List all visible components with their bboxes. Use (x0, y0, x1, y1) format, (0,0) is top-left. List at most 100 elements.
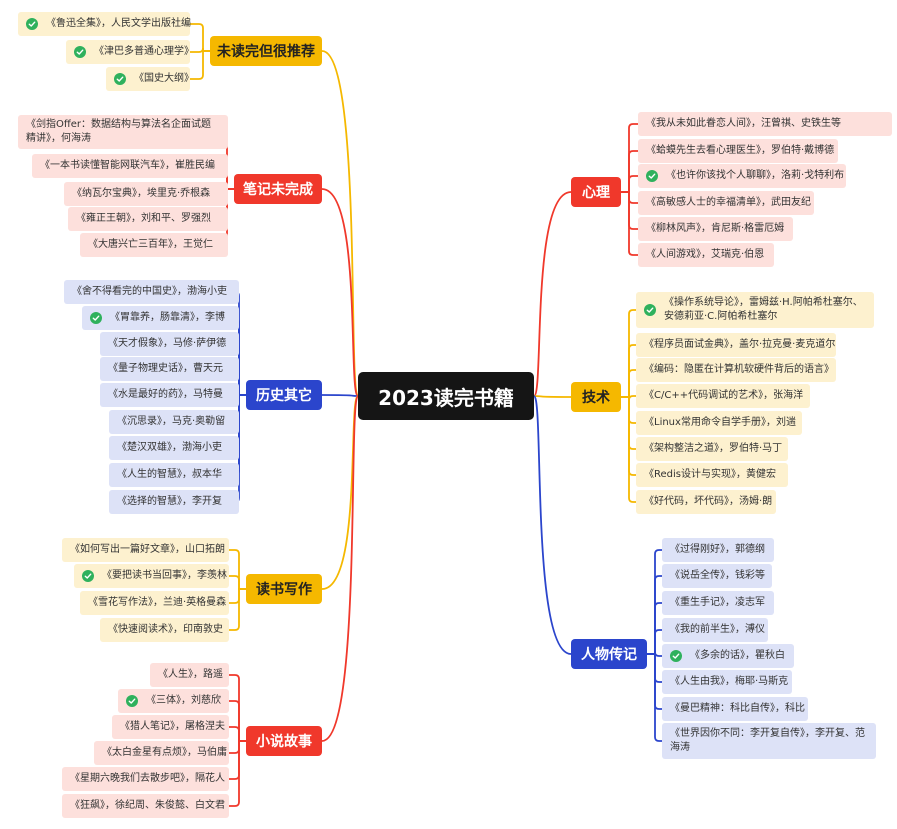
book-item[interactable]: 《太白金星有点烦》，马伯庸 (94, 741, 229, 765)
branch-connector-tech (533, 395, 572, 398)
book-title: 《人生的智慧》，叔本华 (117, 469, 222, 480)
book-item[interactable]: 《纳瓦尔宝典》，埃里克·乔根森 (64, 182, 228, 206)
book-title: 《要把读书当回事》，李羡林 (102, 570, 227, 581)
book-item[interactable]: 《猎人笔记》，屠格涅夫 (112, 715, 229, 739)
book-title: 《Redis设计与实现》，黄健宏 (644, 469, 776, 480)
book-item[interactable]: 《好代码，坏代码》，汤姆·朗 (636, 490, 776, 514)
leaf-connector (229, 726, 246, 742)
book-title: 《人生由我》，梅耶·马斯克 (670, 676, 789, 687)
book-title: 《选择的智慧》，李开复 (117, 496, 222, 507)
book-item[interactable]: 《也许你该找个人聊聊》，洛莉·戈特利布 (638, 164, 846, 188)
book-item[interactable]: 《多余的话》，瞿秋白 (662, 644, 794, 668)
book-item[interactable]: 《重生手记》，凌志军 (662, 591, 774, 615)
book-title: 《鲁迅全集》，人民文学出版社编 (46, 18, 191, 29)
book-title: 《C/C++代码调试的艺术》，张海洋 (644, 390, 804, 401)
branch-connector-psychology (533, 191, 572, 397)
book-item[interactable]: 《雪花写作法》，兰迪·英格曼森 (80, 591, 229, 615)
book-item[interactable]: 《鲁迅全集》，人民文学出版社编 (18, 12, 191, 36)
book-item[interactable]: 《人生由我》，梅耶·马斯克 (662, 670, 792, 694)
book-item[interactable]: 《Linux常用命令自学手册》，刘遄 (636, 411, 802, 435)
leaf-connector (621, 309, 636, 398)
check-icon (644, 304, 656, 316)
book-title: 《三体》，刘慈欣 (146, 695, 221, 706)
book-title: 《人间游戏》，艾瑞克·伯恩 (646, 249, 765, 260)
book-item[interactable]: 《人生》，路遥 (150, 663, 229, 687)
book-item[interactable]: 《沉思录》，马克·奥勒留 (109, 410, 239, 434)
branch-node-novel[interactable]: 小说故事 (246, 726, 322, 756)
branch-node-tech[interactable]: 技术 (571, 382, 621, 412)
book-item[interactable]: 《楚汉双雄》，渤海小吏 (109, 436, 239, 460)
book-title: 《楚汉双雄》，渤海小吏 (117, 442, 222, 453)
leaf-connector (647, 602, 662, 655)
book-title: 《我的前半生》，溥仪 (670, 624, 765, 635)
book-item[interactable]: 《快速阅读术》，印南敦史 (100, 618, 229, 642)
book-item[interactable]: 《一本书读懂智能网联汽车》，崔胜民编 (32, 154, 228, 178)
book-item[interactable]: 《要把读书当回事》，李羡林 (74, 564, 229, 588)
book-title: 《水是最好的药》，马特曼 (108, 389, 223, 400)
book-item[interactable]: 《星期六晚我们去散步吧》，隔花人 (62, 767, 229, 791)
book-item[interactable]: 《说岳全传》，钱彩等 (662, 564, 772, 588)
book-item[interactable]: 《Redis设计与实现》，黄健宏 (636, 463, 788, 487)
book-title: 《我从未如此眷恋人间》，汪曾祺、史铁生等 (646, 118, 841, 129)
book-item[interactable]: 《津巴多普通心理学》 (66, 40, 194, 64)
branch-connector-novel (321, 395, 359, 742)
book-item[interactable]: 《量子物理史话》，曹天元 (100, 357, 239, 381)
book-item[interactable]: 《柳林风声》，肯尼斯·格雷厄姆 (638, 217, 793, 241)
book-item[interactable]: 《剑指Offer：数据结构与算法名企面试题精讲》，何海涛 (18, 115, 228, 149)
leaf-connector (190, 23, 210, 52)
book-title: 《雪花写作法》，兰迪·英格曼森 (88, 597, 227, 608)
book-item[interactable]: 《人生的智慧》，叔本华 (109, 463, 239, 487)
branch-node-writing[interactable]: 读书写作 (246, 574, 322, 604)
book-title: 《雍正王朝》，刘和平、罗强烈 (76, 213, 211, 224)
book-item[interactable]: 《选择的智慧》，李开复 (109, 490, 239, 514)
book-item[interactable]: 《高敏感人士的幸福清单》，武田友纪 (638, 191, 814, 215)
book-item[interactable]: 《操作系统导论》，雷姆兹·H.阿帕希杜塞尔、安德莉亚·C.阿帕希杜塞尔 (636, 292, 874, 328)
leaf-connector (229, 740, 246, 754)
book-item[interactable]: 《天才假象》，马修·萨伊德 (100, 332, 239, 356)
book-item[interactable]: 《如何写出一篇好文章》，山口拓朗 (62, 538, 229, 562)
book-item[interactable]: 《胃靠养，肠靠清》，李博 (82, 306, 239, 330)
book-item[interactable]: 《舍不得看完的中国史》，渤海小吏 (64, 280, 239, 304)
book-item[interactable]: 《我的前半生》，溥仪 (662, 618, 768, 642)
book-title: 《快速阅读术》，印南敦史 (108, 624, 223, 635)
branch-node-notes[interactable]: 笔记未完成 (234, 174, 322, 204)
book-title: 《人生》，路遥 (158, 669, 223, 680)
branch-node-psychology[interactable]: 心理 (571, 177, 621, 207)
book-title: 《如何写出一篇好文章》，山口拓朗 (70, 544, 225, 555)
book-title: 《高敏感人士的幸福清单》，武田友纪 (646, 197, 811, 208)
book-item[interactable]: 《水是最好的药》，马特曼 (100, 383, 239, 407)
book-title: 《剑指Offer：数据结构与算法名企面试题精讲》，何海涛 (26, 119, 212, 144)
book-item[interactable]: 《世界因你不同：李开复自传》，李开复、范海涛 (662, 723, 876, 759)
book-title: 《国史大纲》 (134, 73, 194, 84)
book-title: 《程序员面试金典》，盖尔·拉克曼·麦克道尔 (644, 339, 836, 350)
book-item[interactable]: 《人间游戏》，艾瑞克·伯恩 (638, 243, 774, 267)
check-icon (26, 18, 38, 30)
root-node[interactable]: 2023读完书籍 (358, 372, 534, 420)
book-item[interactable]: 《曼巴精神：科比自传》，科比 (662, 697, 808, 721)
book-title: 《蛤蟆先生去看心理医生》，罗伯特·戴博德 (646, 145, 835, 156)
branch-node-recommend[interactable]: 未读完但很推荐 (210, 36, 322, 66)
book-item[interactable]: 《我从未如此眷恋人间》，汪曾祺、史铁生等 (638, 112, 892, 136)
book-item[interactable]: 《蛤蟆先生去看心理医生》，罗伯特·戴博德 (638, 139, 838, 163)
leaf-connector (229, 740, 246, 807)
branch-node-biography[interactable]: 人物传记 (571, 639, 647, 669)
branch-connector-history (321, 394, 359, 397)
leaf-connector (229, 674, 246, 742)
book-item[interactable]: 《C/C++代码调试的艺术》，张海洋 (636, 384, 810, 408)
book-item[interactable]: 《狂飙》，徐纪周、朱俊懿、白文君 (62, 794, 229, 818)
book-title: 《世界因你不同：李开复自传》，李开复、范海涛 (670, 728, 865, 753)
book-item[interactable]: 《程序员面试金典》，盖尔·拉克曼·麦克道尔 (636, 333, 836, 357)
book-title: 《大唐兴亡三百年》，王觉仁 (88, 239, 213, 250)
branch-node-history[interactable]: 历史其它 (246, 380, 322, 410)
book-title: 《量子物理史话》，曹天元 (108, 363, 223, 374)
book-item[interactable]: 《架构整洁之道》，罗伯特·马丁 (636, 437, 788, 461)
book-item[interactable]: 《大唐兴亡三百年》，王觉仁 (80, 233, 228, 257)
book-item[interactable]: 《雍正王朝》，刘和平、罗强烈 (68, 207, 228, 231)
book-item[interactable]: 《三体》，刘慈欣 (118, 689, 229, 713)
book-item[interactable]: 《编码：隐匿在计算机软硬件背后的语言》 (636, 358, 836, 382)
book-title: 《天才假象》，马修·萨伊德 (108, 338, 227, 349)
book-item[interactable]: 《过得刚好》，郭德纲 (662, 538, 774, 562)
leaf-connector (229, 588, 246, 631)
book-item[interactable]: 《国史大纲》 (106, 67, 194, 91)
